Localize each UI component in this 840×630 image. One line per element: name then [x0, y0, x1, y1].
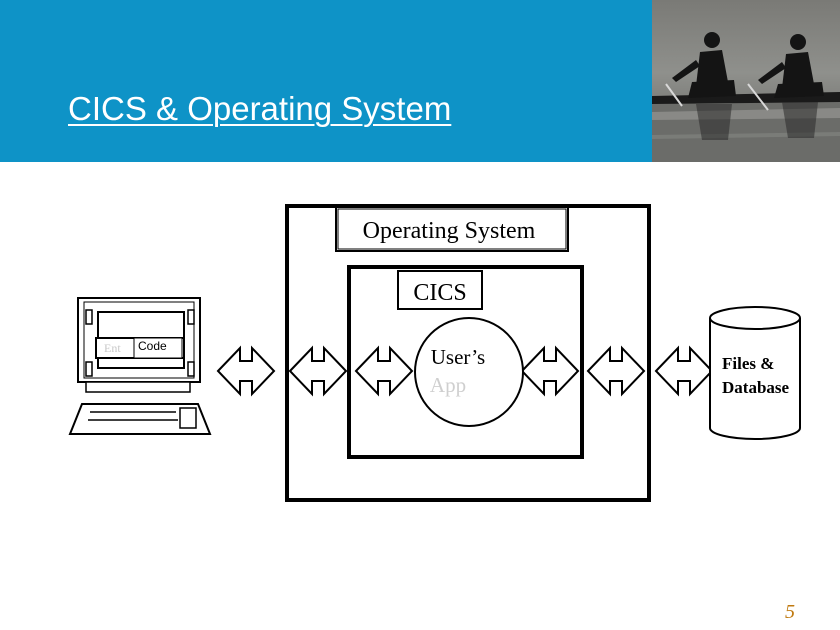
title-banner [0, 0, 652, 162]
operating-system-label-box [335, 206, 569, 252]
double-arrow-icon [355, 347, 413, 395]
users-app-label-line2: App [430, 373, 466, 397]
database-icon [709, 306, 801, 440]
terminal-code-label: Code [138, 339, 167, 353]
rowers-photo-image [652, 0, 840, 162]
double-arrow-icon [587, 347, 645, 395]
rowers-photo [652, 0, 840, 162]
cics-box [347, 265, 584, 459]
double-arrow-icon [289, 347, 347, 395]
cics-label-box [397, 270, 483, 310]
terminal-icon [68, 297, 212, 435]
users-app-label-line1: User’s [431, 345, 485, 369]
database-label-line1: Files & [722, 354, 774, 373]
double-arrow-icon [217, 347, 275, 395]
double-arrow-icon [655, 347, 713, 395]
page-number: 5 [785, 601, 795, 623]
double-arrow-icon [521, 347, 579, 395]
users-app-circle [414, 317, 524, 427]
operating-system-label: Operating System [363, 218, 536, 244]
terminal-faint-label: Ent [104, 341, 121, 355]
database-label-line2: Database [722, 378, 790, 397]
cics-label: CICS [413, 280, 466, 306]
slide-title: CICS & Operating System [68, 90, 452, 127]
